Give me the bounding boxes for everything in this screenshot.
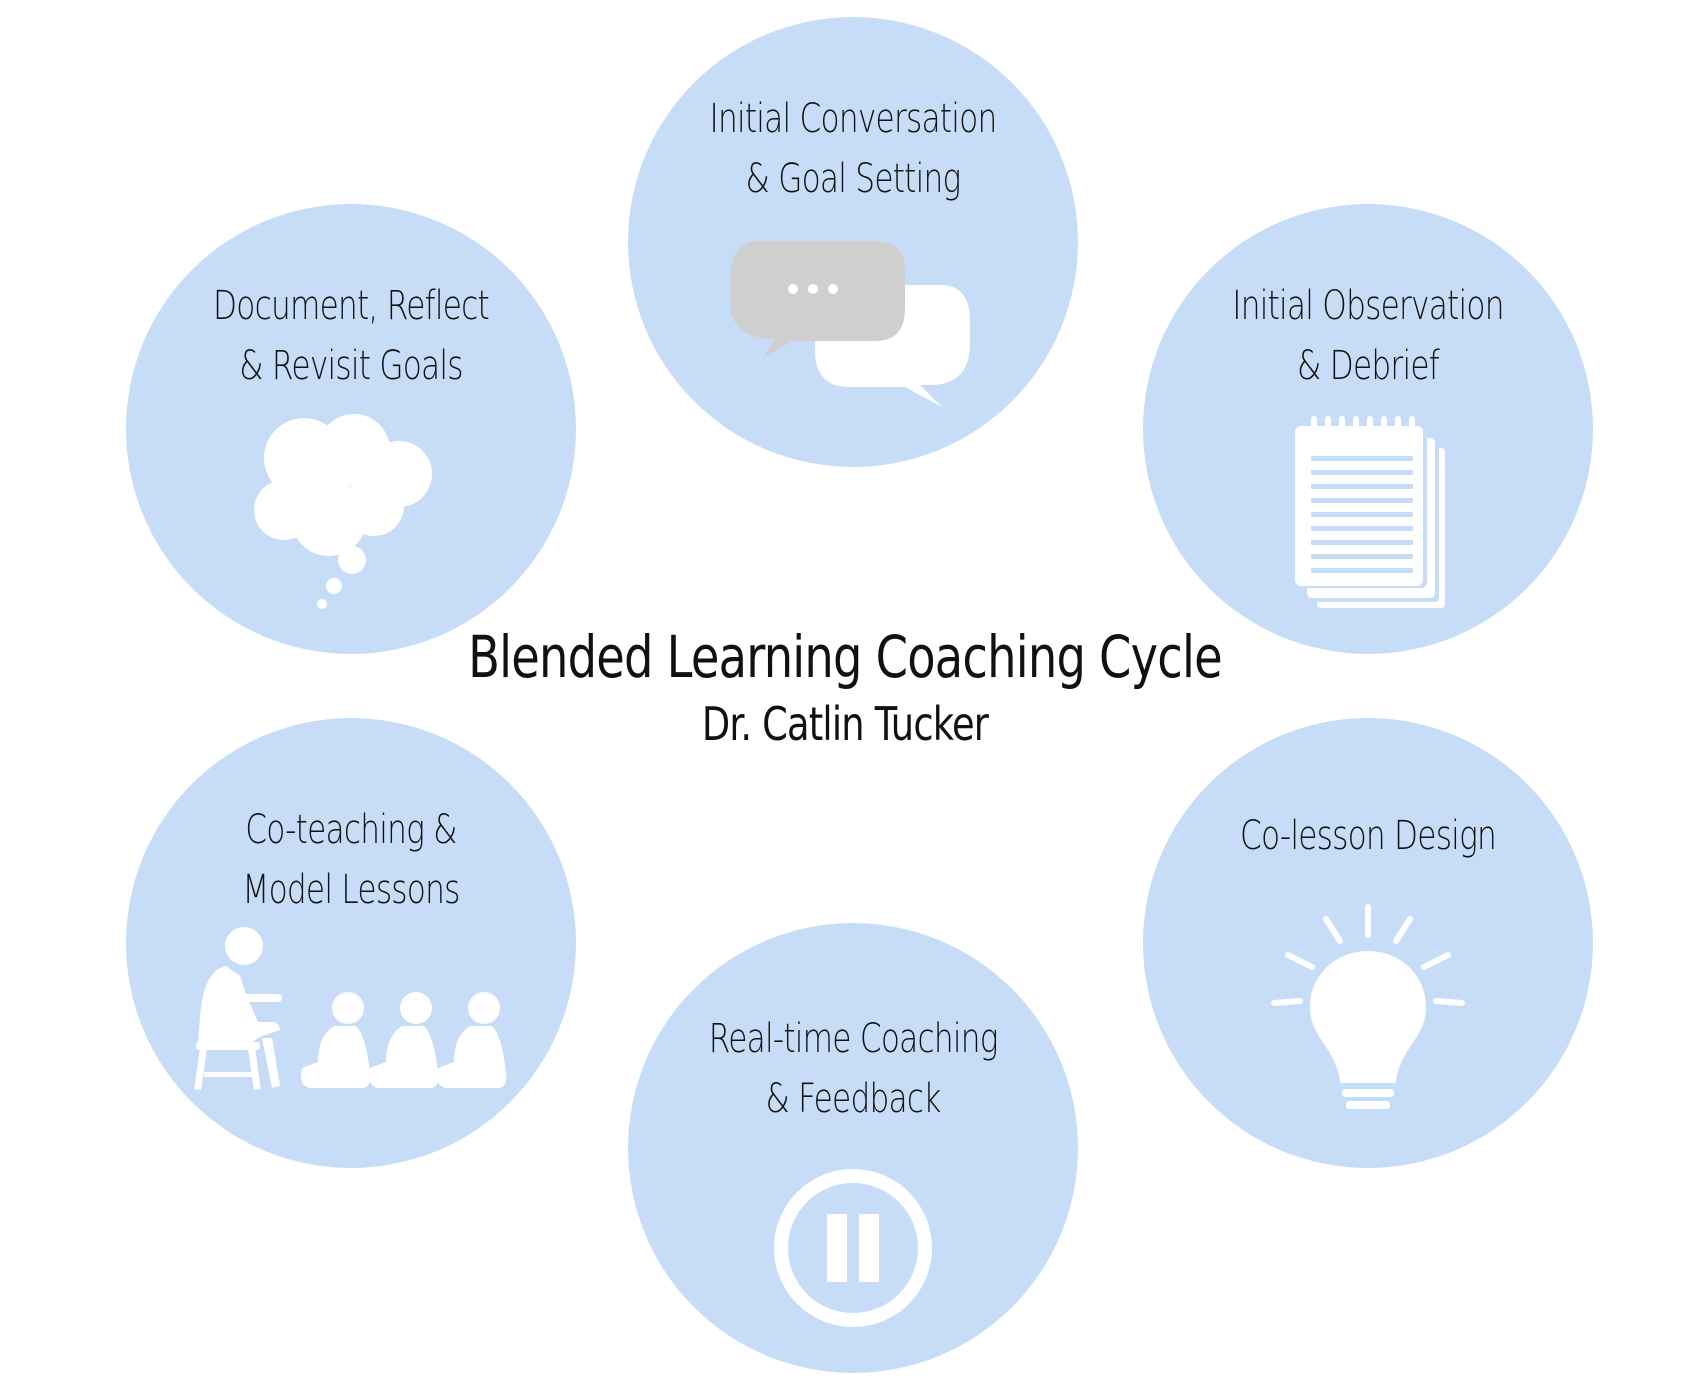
teacher-students-icon [194,927,507,1091]
step-label: Initial Conversation & Goal Setting [709,89,998,209]
step-label-line2: & Revisit Goals [239,343,463,389]
diagram-author: Dr. Catlin Tucker [701,697,989,751]
step-label-line1: Co-teaching & [245,807,457,853]
step-label-line1: Document, Reflect [213,283,490,329]
step-label-line2: & Goal Setting [745,156,962,202]
step-label-line1: Co-lesson Design [1239,813,1497,859]
step-initial-observation: Initial Observation & Debrief [1143,204,1593,654]
step-co-teaching: Co-teaching & Model Lessons [126,718,576,1168]
step-label-line2: & Feedback [765,1076,941,1122]
step-label: Co-lesson Design [1224,806,1513,866]
step-label-line2: Model Lessons [242,867,460,913]
step-label-line1: Real-time Coaching [708,1016,999,1062]
step-label-line1: Initial Observation [1232,283,1504,329]
diagram-title: Blended Learning Coaching Cycle [468,623,1223,691]
step-label: Real-time Coaching & Feedback [708,1009,999,1129]
step-label-line1: Initial Conversation [709,96,998,142]
step-label-line2: & Debrief [1297,343,1440,389]
step-initial-conversation: Initial Conversation & Goal Setting [628,17,1078,467]
step-label: Co-teaching & Model Lessons [207,800,496,920]
lightbulb-icon [1271,904,1465,1109]
speech-bubbles-icon [730,241,970,407]
thought-cloud-icon [254,414,432,609]
step-document-reflect: Document, Reflect & Revisit Goals [126,204,576,654]
step-real-time-coaching: Real-time Coaching & Feedback [628,923,1078,1373]
step-label: Document, Reflect & Revisit Goals [207,276,496,396]
step-label: Initial Observation & Debrief [1224,276,1513,396]
notepad-icon [1295,416,1445,608]
pause-icon [774,1169,932,1327]
step-co-lesson-design: Co-lesson Design [1143,718,1593,1168]
